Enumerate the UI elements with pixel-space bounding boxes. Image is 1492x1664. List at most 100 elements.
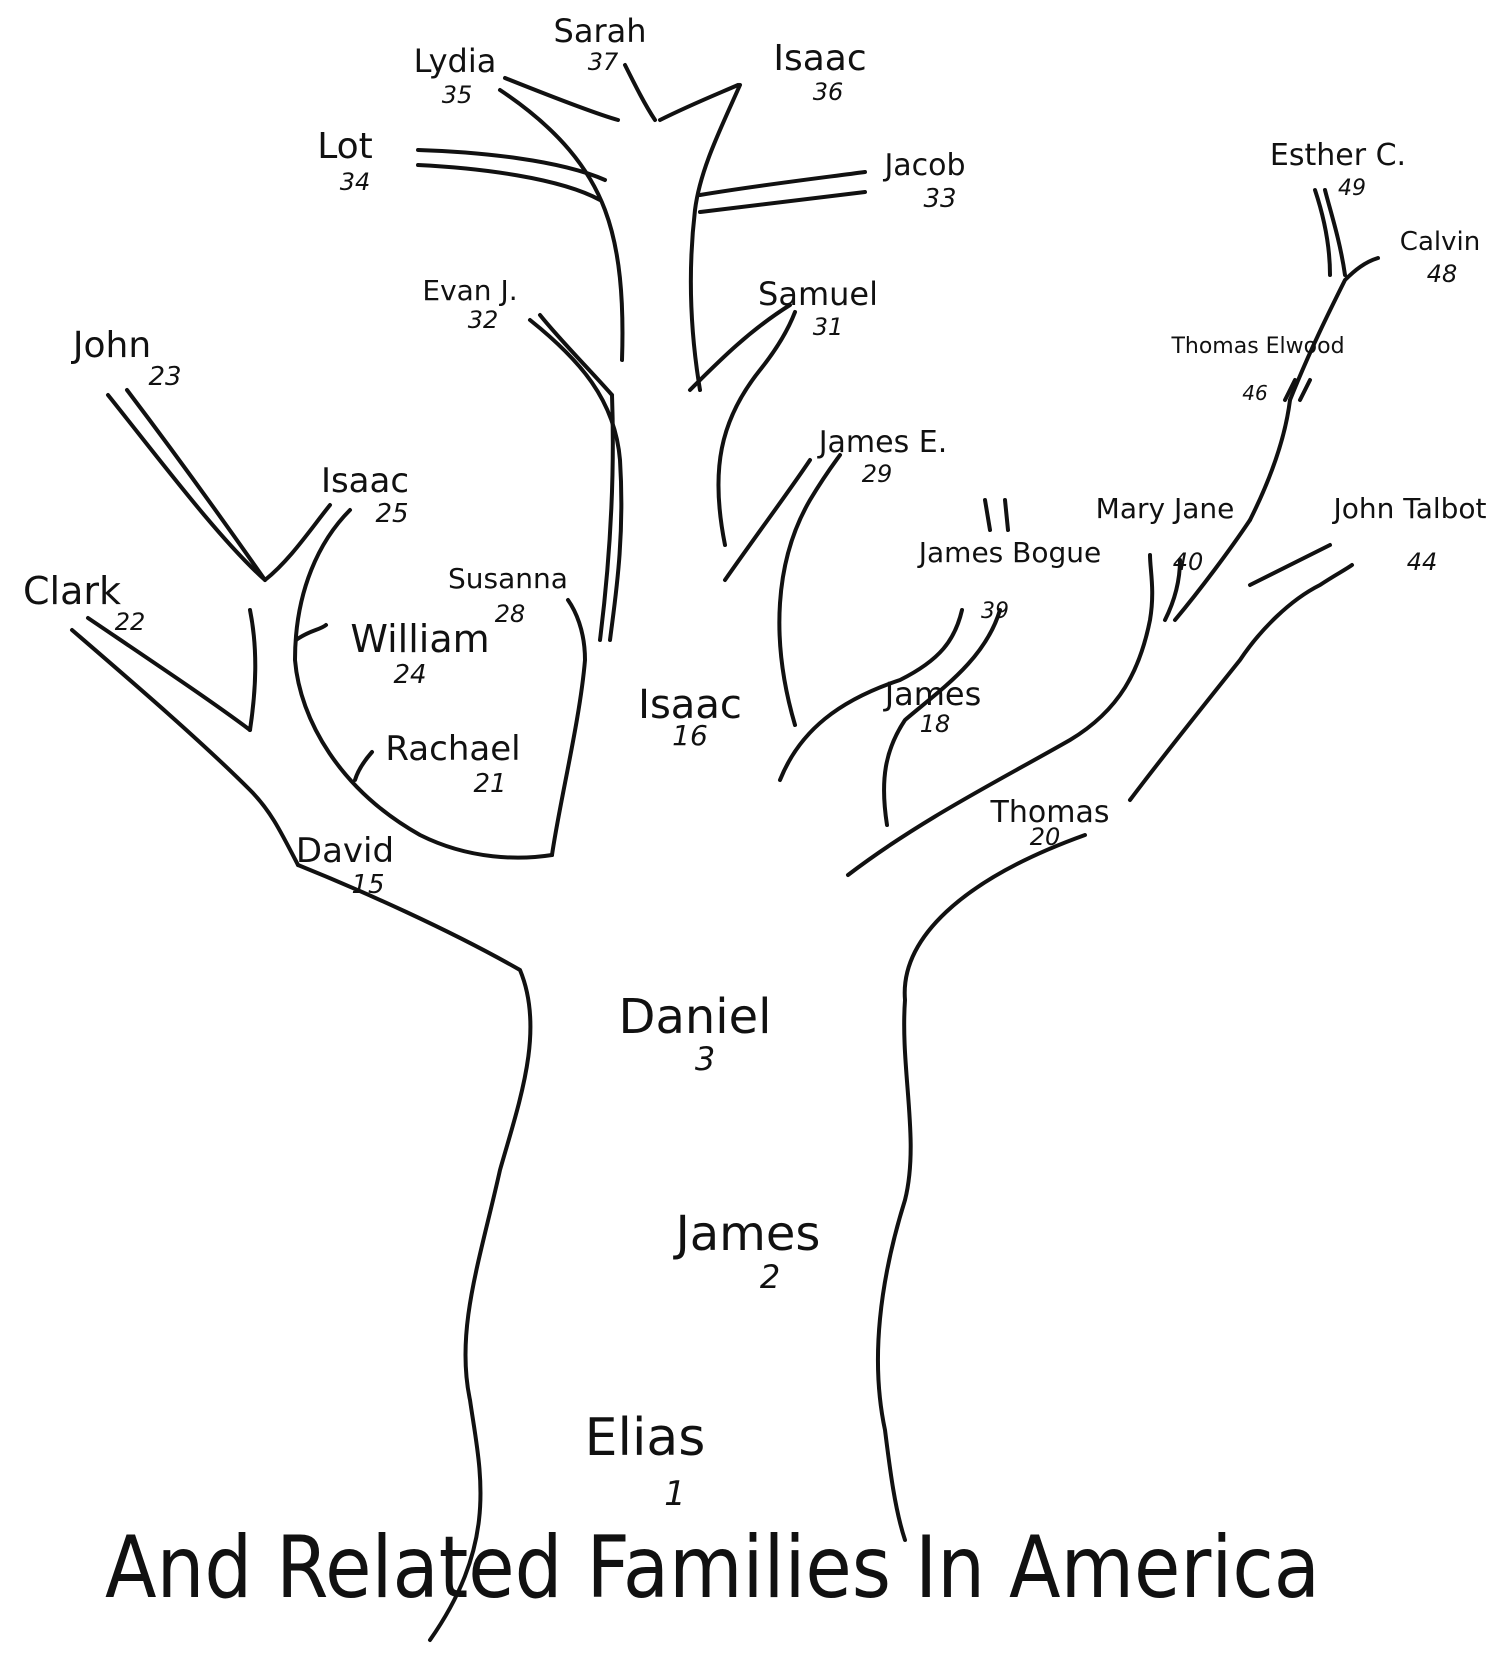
person-name: John	[71, 325, 151, 366]
person-number: 36	[813, 78, 844, 106]
person-name: Daniel	[619, 989, 772, 1045]
person-thomas-elwood: Thomas Elwood 46	[1170, 334, 1344, 405]
left-limb-lower	[72, 630, 298, 865]
person-calvin: Calvin 48	[1400, 227, 1480, 288]
person-name: Evan J.	[422, 274, 517, 307]
people-labels: Elias 1 James 2 Daniel 3 David 15 Isaac …	[23, 12, 1487, 1514]
person-name: Isaac	[321, 461, 409, 501]
person-jacob: Jacob 33	[882, 148, 965, 214]
person-number: 21	[473, 769, 506, 799]
person-isaac-25: Isaac 25	[321, 461, 409, 529]
person-name: Sarah	[554, 12, 647, 50]
person-number: 31	[813, 313, 844, 341]
lydia-branch	[505, 78, 618, 120]
person-john-talbot: John Talbot 44	[1331, 492, 1486, 576]
clark-john-join	[250, 610, 255, 730]
person-name: Isaac	[773, 38, 866, 79]
person-james-2: James 2	[673, 1206, 821, 1296]
person-john-23: John 23	[71, 325, 182, 392]
thomas-branch	[1130, 565, 1352, 800]
sarah-branch	[625, 65, 655, 120]
person-number: 20	[1030, 823, 1061, 851]
person-number: 29	[862, 460, 893, 488]
person-name: Clark	[23, 569, 121, 613]
person-name: Susanna	[448, 562, 568, 595]
person-lot: Lot 34	[317, 126, 373, 196]
person-number: 1	[664, 1474, 686, 1514]
jacob-branch	[700, 172, 865, 212]
person-number: 23	[148, 362, 181, 392]
william-stub	[296, 625, 326, 640]
person-number: 32	[468, 306, 499, 334]
calvin-branch	[1290, 258, 1378, 400]
person-number: 37	[588, 48, 619, 76]
john-talbot-fork	[1250, 400, 1330, 585]
rachael-stub	[355, 752, 372, 780]
person-number: 46	[1242, 381, 1267, 405]
person-name: Lydia	[414, 42, 497, 80]
person-thomas: Thomas 20	[990, 795, 1110, 851]
person-name: Lot	[317, 126, 373, 167]
upper-left-stem	[500, 90, 622, 360]
person-name: Rachael	[385, 729, 520, 769]
person-name: Samuel	[758, 275, 878, 313]
person-rachael: Rachael 21	[385, 729, 520, 799]
person-number: 15	[351, 870, 384, 900]
tree-branches	[72, 65, 1378, 1640]
person-esther-c: Esther C. 49	[1270, 138, 1406, 201]
person-number: 18	[920, 710, 951, 738]
person-daniel: Daniel 3	[619, 989, 772, 1078]
person-william: William 24	[350, 617, 489, 690]
person-name: David	[296, 831, 394, 871]
person-name: William	[350, 617, 489, 661]
person-name: James	[673, 1206, 821, 1262]
susanna-branch	[552, 600, 585, 855]
person-number: 28	[495, 600, 526, 628]
person-james-e: James E. 29	[817, 425, 948, 488]
person-number: 34	[340, 168, 371, 196]
person-name: Esther C.	[1270, 138, 1406, 173]
person-clark: Clark 22	[23, 569, 145, 636]
person-samuel: Samuel 31	[758, 275, 878, 341]
person-name: John Talbot	[1331, 492, 1486, 525]
person-evan-j: Evan J. 32	[422, 274, 517, 334]
james-e-branch	[725, 455, 840, 725]
person-isaac-36: Isaac 36	[773, 38, 866, 106]
person-isaac-16: Isaac 16	[638, 682, 742, 752]
trunk-right-outline	[878, 835, 1085, 1540]
person-number: 25	[375, 499, 408, 529]
person-name: James Bogue	[917, 536, 1102, 569]
person-lydia: Lydia 35	[414, 42, 497, 109]
page-title: And Related Families In America	[105, 1518, 1320, 1618]
person-number: 49	[1338, 176, 1366, 201]
samuel-branch	[690, 305, 795, 545]
person-name: Elias	[585, 1408, 706, 1468]
person-number: 39	[981, 599, 1009, 624]
person-name: James	[883, 675, 982, 713]
person-number: 24	[393, 660, 426, 690]
center-stem-right	[691, 85, 740, 390]
person-number: 22	[115, 608, 146, 636]
person-number: 44	[1407, 548, 1438, 576]
person-elias: Elias 1	[585, 1408, 706, 1514]
person-name: Mary Jane	[1096, 492, 1235, 525]
person-number: 48	[1427, 260, 1458, 288]
person-name: Thomas Elwood	[1170, 334, 1344, 359]
john-branch-b	[127, 390, 330, 580]
person-james-bogue: James Bogue 39	[917, 536, 1102, 624]
person-sarah: Sarah 37	[554, 12, 647, 76]
person-name: Jacob	[882, 148, 965, 183]
person-name: Calvin	[1400, 227, 1480, 257]
person-number: 16	[672, 719, 708, 752]
person-number: 2	[760, 1258, 780, 1296]
person-mary-jane: Mary Jane 40	[1096, 492, 1235, 576]
person-number: 35	[442, 81, 473, 109]
esther-c-branch	[1315, 190, 1345, 275]
person-number: 3	[695, 1040, 715, 1078]
person-name: James E.	[817, 425, 948, 460]
person-number: 40	[1173, 548, 1204, 576]
person-david: David 15	[296, 831, 394, 900]
john-branch-a	[108, 395, 265, 580]
person-number: 33	[923, 184, 956, 214]
